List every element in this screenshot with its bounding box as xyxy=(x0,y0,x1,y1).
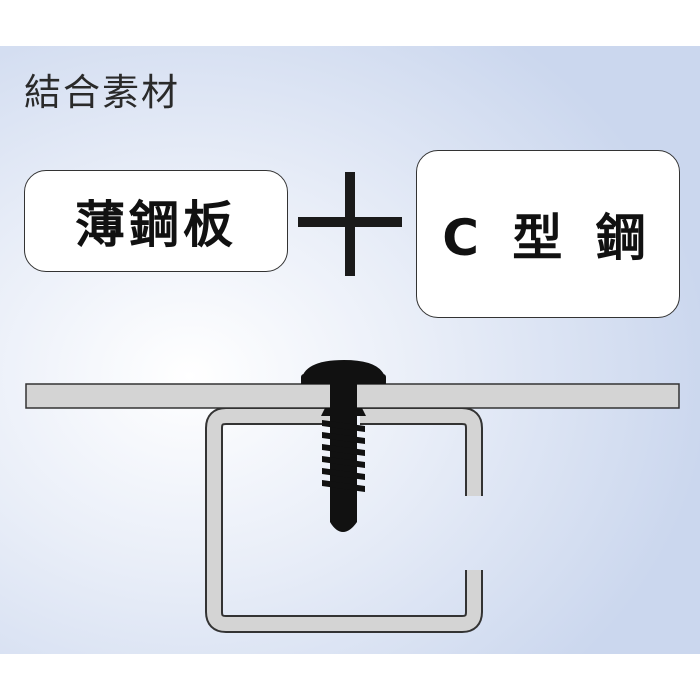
diagram-title: 結合素材 xyxy=(24,71,180,114)
material-box-c-channel: C 型 鋼 xyxy=(416,150,680,318)
plus-icon xyxy=(298,172,402,276)
self-drilling-screw-icon xyxy=(301,360,386,532)
c-channel-steel xyxy=(205,407,483,633)
diagram-background xyxy=(0,46,700,654)
material-label-thin-steel-sheet: 薄鋼板 xyxy=(75,196,237,254)
material-label-c-channel: C 型 鋼 xyxy=(442,209,654,267)
material-box-thin-steel-sheet: 薄鋼板 xyxy=(24,170,288,272)
